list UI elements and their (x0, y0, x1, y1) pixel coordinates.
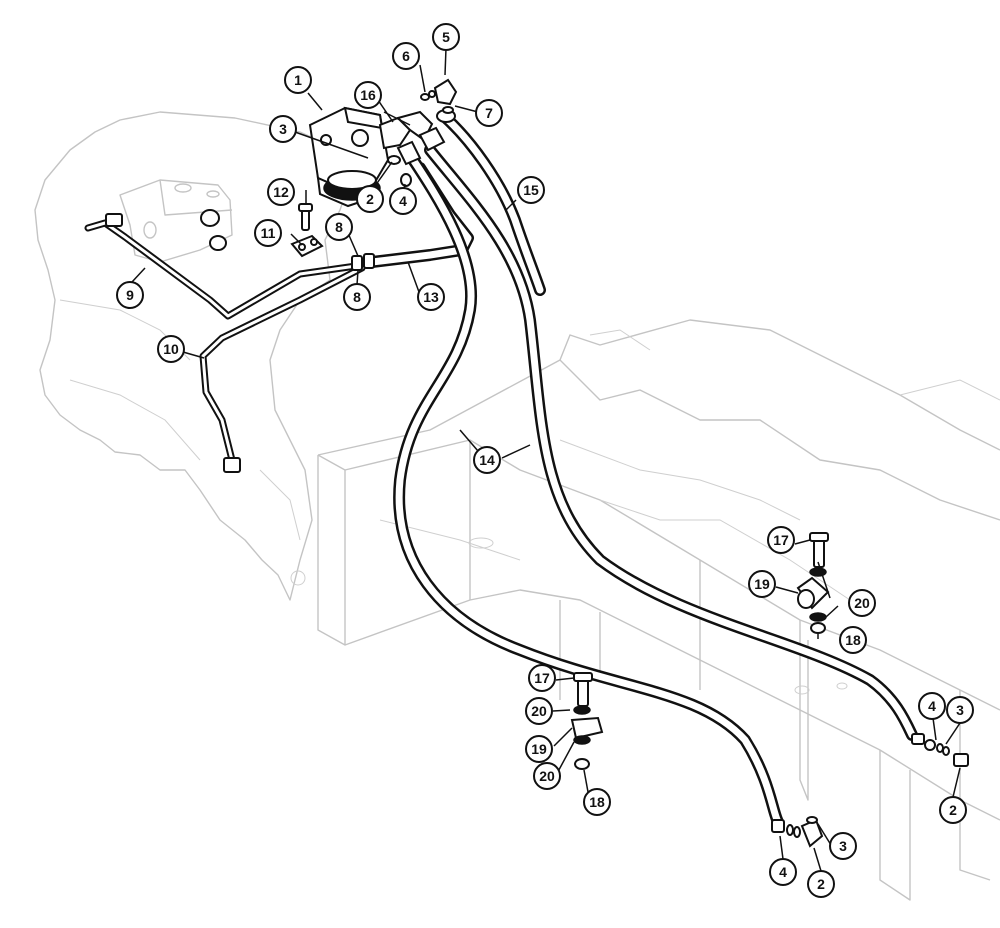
callout-5: 5 (432, 23, 460, 51)
lower-end-fittings (771, 816, 824, 848)
svg-text:6: 6 (402, 48, 410, 64)
callout-20: 20 (525, 697, 553, 725)
callout-13: 13 (417, 283, 445, 311)
elbow-fittings-16 (378, 110, 446, 166)
callout-4: 4 (389, 187, 417, 215)
svg-text:18: 18 (845, 632, 861, 648)
svg-text:4: 4 (779, 864, 787, 880)
callout-9: 9 (116, 281, 144, 309)
svg-text:13: 13 (423, 289, 439, 305)
svg-text:4: 4 (399, 193, 407, 209)
mount-hardware-lower (570, 672, 604, 770)
transmission-housing-outline (34, 111, 353, 601)
svg-text:19: 19 (531, 741, 547, 757)
callout-3: 3 (829, 832, 857, 860)
svg-text:14: 14 (479, 452, 495, 468)
callout-17: 17 (528, 664, 556, 692)
svg-text:20: 20 (854, 595, 870, 611)
clamp-11-and-bolt-12 (290, 203, 324, 258)
svg-text:3: 3 (279, 121, 287, 137)
svg-text:12: 12 (273, 184, 289, 200)
callout-4: 4 (769, 858, 797, 886)
callout-17: 17 (767, 526, 795, 554)
callout-2: 2 (807, 870, 835, 898)
pipe-10 (199, 264, 366, 473)
svg-text:8: 8 (353, 289, 361, 305)
top-fittings (420, 78, 458, 114)
callout-11: 11 (254, 219, 282, 247)
callout-19: 19 (525, 735, 553, 763)
callout-20: 20 (533, 762, 561, 790)
hose-14-left (393, 149, 784, 828)
pump-lower-fittings (387, 155, 412, 187)
svg-text:16: 16 (360, 87, 376, 103)
callout-10: 10 (157, 335, 185, 363)
callout-8: 8 (343, 283, 371, 311)
callout-2: 2 (356, 185, 384, 213)
svg-text:18: 18 (589, 794, 605, 810)
svg-text:20: 20 (539, 768, 555, 784)
svg-text:2: 2 (366, 191, 374, 207)
callout-2: 2 (939, 796, 967, 824)
callout-4: 4 (918, 692, 946, 720)
callout-14: 14 (473, 446, 501, 474)
svg-text:17: 17 (534, 670, 550, 686)
callout-1: 1 (284, 66, 312, 94)
callout-15: 15 (517, 176, 545, 204)
svg-text:17: 17 (773, 532, 789, 548)
callout-20: 20 (848, 589, 876, 617)
svg-text:3: 3 (956, 702, 964, 718)
svg-text:3: 3 (839, 838, 847, 854)
callout-3: 3 (946, 696, 974, 724)
callout-6: 6 (392, 42, 420, 70)
callout-18: 18 (839, 626, 867, 654)
svg-text:8: 8 (335, 219, 343, 235)
svg-text:2: 2 (817, 876, 825, 892)
svg-text:20: 20 (531, 703, 547, 719)
callout-8: 8 (325, 213, 353, 241)
pipe-9 (84, 213, 360, 320)
right-end-fittings (911, 733, 969, 767)
svg-text:9: 9 (126, 287, 134, 303)
hose-14-right (424, 144, 918, 741)
svg-text:10: 10 (163, 341, 179, 357)
svg-text:11: 11 (261, 225, 276, 241)
connector-fittings-8 (351, 253, 375, 271)
svg-text:5: 5 (442, 29, 450, 45)
callout-16: 16 (354, 81, 382, 109)
callout-7: 7 (475, 99, 503, 127)
svg-text:19: 19 (754, 576, 770, 592)
mount-hardware-right (796, 532, 830, 634)
svg-text:7: 7 (485, 105, 493, 121)
svg-text:4: 4 (928, 698, 936, 714)
callout-19: 19 (748, 570, 776, 598)
svg-text:15: 15 (523, 182, 539, 198)
callout-12: 12 (267, 178, 295, 206)
leader-lines (131, 47, 961, 872)
callout-3: 3 (269, 115, 297, 143)
callout-18: 18 (583, 788, 611, 816)
svg-text:2: 2 (949, 802, 957, 818)
svg-text:1: 1 (294, 72, 302, 88)
